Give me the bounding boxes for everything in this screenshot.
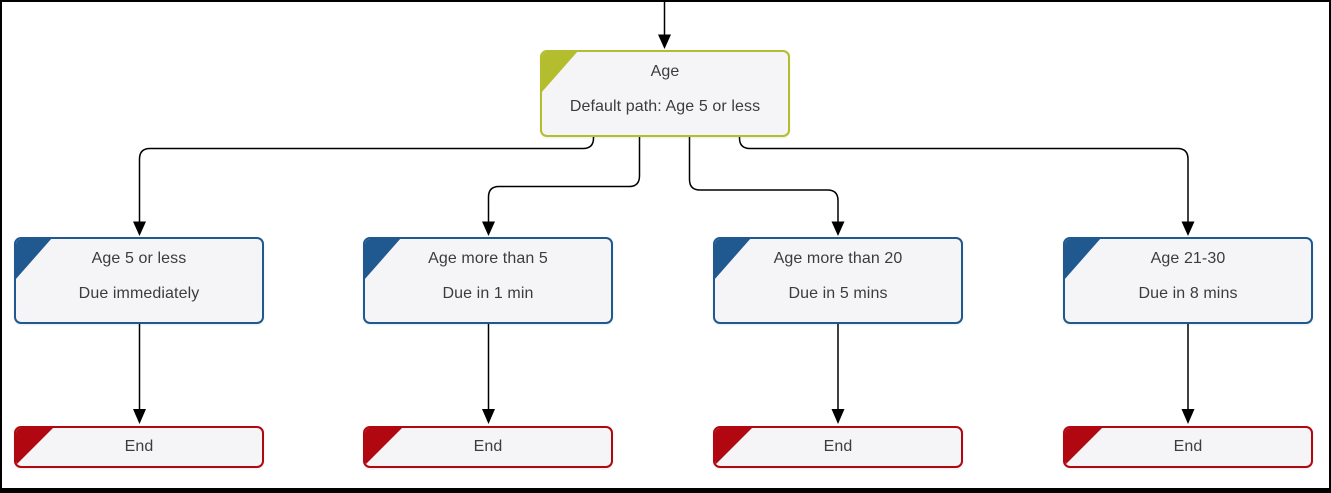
node-title: Age more than 5: [428, 250, 548, 267]
edge-arrowhead-icon: [133, 221, 146, 236]
edge-root-to-branch-2: [482, 137, 641, 236]
edge-arrowhead-icon: [831, 221, 845, 236]
edge-branch-3-to-end-3: [831, 324, 845, 424]
node-branch-age-more-than-5[interactable]: Age more than 5 Due in 1 min: [363, 237, 613, 324]
edge-arrowhead-icon: [831, 409, 845, 424]
edge-arrowhead-icon: [133, 409, 146, 424]
node-branch-age-21-30[interactable]: Age 21-30 Due in 8 mins: [1063, 237, 1313, 324]
edge-arrowhead-icon: [482, 221, 495, 236]
edge-root-to-branch-1: [133, 137, 595, 236]
edge-arrowhead-icon: [482, 409, 495, 424]
end-corner-icon: [715, 428, 753, 466]
edge-root-to-branch-4: [738, 137, 1195, 236]
node-title: Age: [650, 63, 680, 80]
node-subtitle: Default path: Age 5 or less: [569, 98, 761, 115]
node-end-3[interactable]: End: [713, 426, 963, 468]
node-subtitle: Due in 1 min: [442, 285, 534, 302]
node-title: Age 5 or less: [91, 250, 187, 267]
edge-incoming-arrowhead-icon: [658, 34, 671, 49]
edge-incoming-to-root: [658, 0, 671, 49]
node-end-4[interactable]: End: [1063, 426, 1313, 468]
node-label: End: [823, 438, 853, 455]
node-branch-age-more-than-20[interactable]: Age more than 20 Due in 5 mins: [713, 237, 963, 324]
node-title: Age more than 20: [773, 250, 903, 267]
edge-arrowhead-icon: [1181, 409, 1195, 424]
edge-arrowhead-icon: [1181, 221, 1195, 236]
node-title: Age 21-30: [1150, 250, 1226, 267]
node-label: End: [473, 438, 503, 455]
node-subtitle: Due in 8 mins: [1138, 285, 1238, 302]
branch-corner-icon: [16, 239, 52, 280]
end-corner-icon: [365, 428, 403, 466]
node-end-1[interactable]: End: [14, 426, 264, 468]
node-label: End: [1173, 438, 1203, 455]
end-corner-icon: [1065, 428, 1103, 466]
node-end-2[interactable]: End: [363, 426, 613, 468]
node-branch-age-5-or-less[interactable]: Age 5 or less Due immediately: [14, 237, 264, 324]
node-subtitle: Due immediately: [78, 285, 200, 302]
end-corner-icon: [16, 428, 54, 466]
branch-corner-icon: [365, 239, 401, 280]
edge-branch-4-to-end-4: [1181, 324, 1195, 424]
node-subtitle: Due in 5 mins: [788, 285, 888, 302]
edge-root-to-branch-3: [688, 137, 845, 236]
node-label: End: [124, 438, 154, 455]
edge-branch-2-to-end-2: [482, 324, 495, 424]
node-age-decision[interactable]: Age Default path: Age 5 or less: [540, 50, 790, 137]
branch-corner-icon: [715, 239, 751, 280]
decision-corner-icon: [542, 52, 578, 93]
branch-corner-icon: [1065, 239, 1101, 280]
edge-branch-1-to-end-1: [133, 324, 146, 424]
